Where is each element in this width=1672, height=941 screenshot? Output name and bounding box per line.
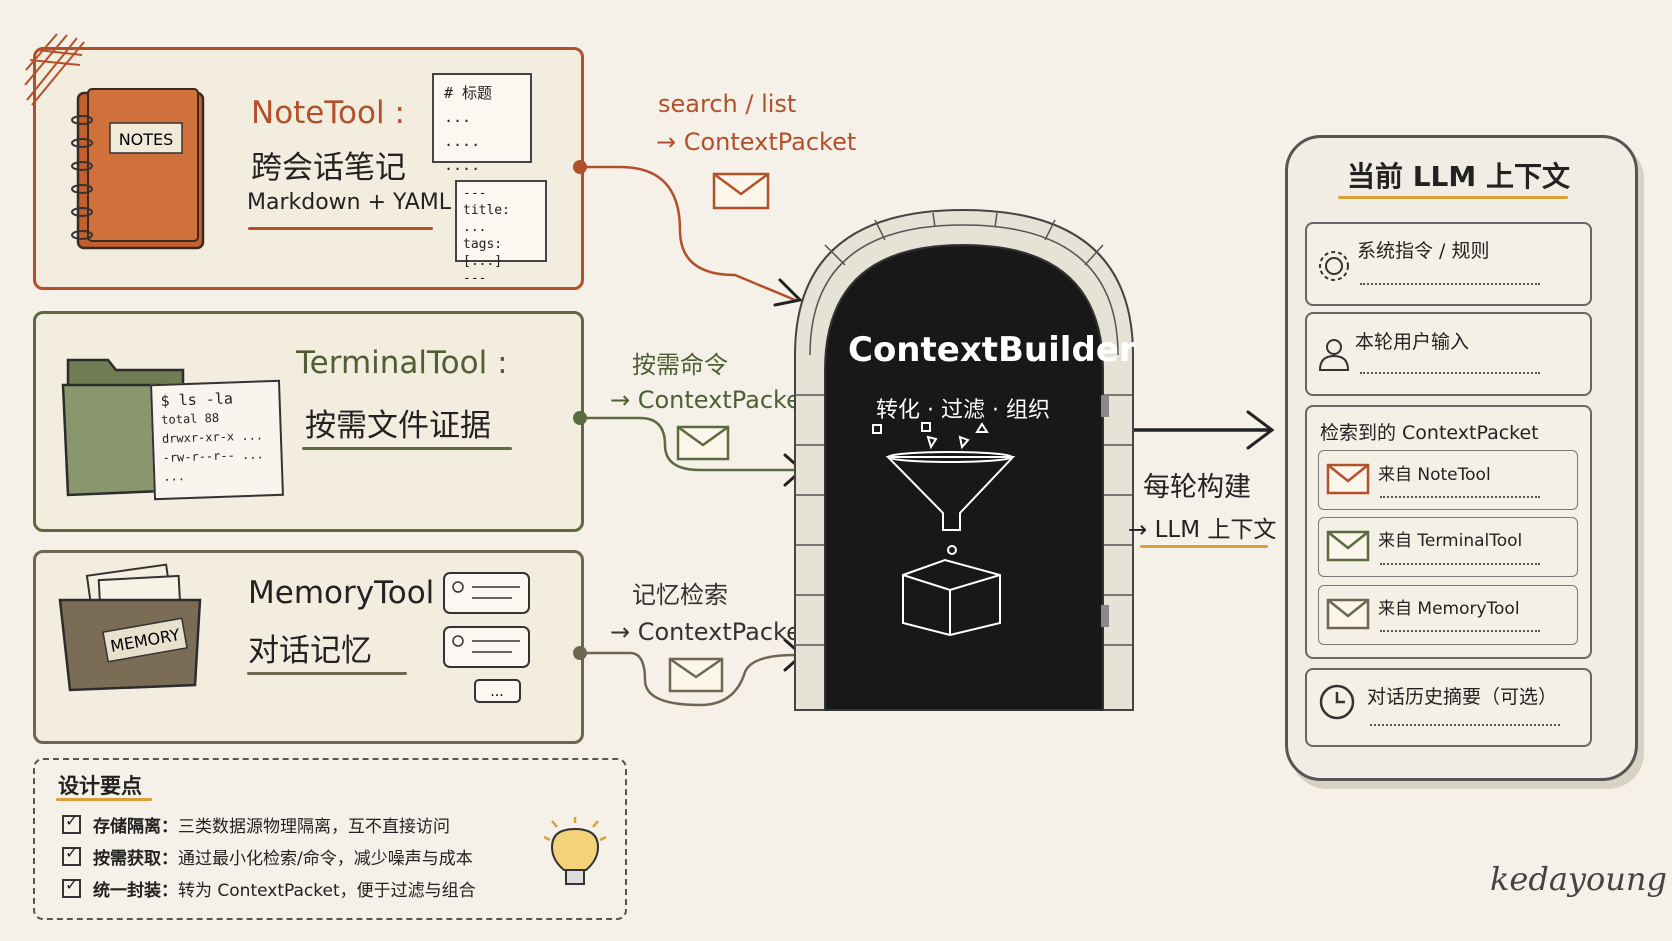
note-tool-subtitle: 跨会话笔记 [251, 150, 406, 186]
envelope-icon [668, 657, 724, 693]
llm-context-title: 当前 LLM 上下文 [1346, 160, 1571, 193]
packet-label-terminal: 来自 TerminalTool [1378, 531, 1523, 551]
design-item: 按需获取：通过最小化检索/命令，减少噪声与成本 [62, 843, 473, 869]
memory-tool-title: MemoryTool : [248, 575, 455, 611]
placeholder-line [1380, 496, 1540, 498]
envelope-icon [1326, 598, 1370, 630]
doc-line: title: ... [463, 203, 510, 235]
note-flow-label1: search / list [658, 90, 797, 118]
design-item: 统一封装：转为 ContextPacket，便于过滤与组合 [62, 875, 476, 901]
envelope-icon [676, 425, 730, 461]
memory-underline [247, 672, 407, 675]
context-builder-subtitle: 转化 · 过滤 · 组织 [876, 398, 1050, 423]
packet-label-note: 来自 NoteTool [1378, 465, 1491, 485]
context-builder-door [794, 208, 1134, 711]
envelope-icon [712, 172, 770, 210]
scribble-decoration [24, 33, 85, 106]
packet-label-memory: 来自 MemoryTool [1378, 599, 1520, 619]
terminal-tool-title: TerminalTool : [296, 345, 508, 381]
lightbulb-icon [543, 817, 607, 885]
design-item-bold: 按需获取： [93, 849, 178, 869]
placeholder-line [1380, 630, 1540, 632]
terminal-tool-subtitle: 按需文件证据 [305, 408, 491, 444]
checkbox-icon [62, 875, 81, 898]
envelope-icon [1326, 530, 1370, 562]
terminal-flow-label2: → ContextPacket [610, 386, 811, 414]
doc-line: .... [444, 156, 481, 174]
design-item-text: 三类数据源物理隔离，互不直接访问 [178, 817, 450, 837]
clock-icon [1319, 684, 1355, 720]
design-title-underline [56, 798, 152, 801]
checkbox-icon [62, 843, 81, 866]
note-tool-detail: Markdown + YAML [247, 190, 452, 215]
memory-flow-label1: 记忆检索 [632, 581, 728, 609]
system-rules-label: 系统指令 / 规则 [1357, 240, 1490, 262]
design-item-text: 转为 ContextPacket，便于过滤与组合 [178, 881, 476, 901]
build-underline [1140, 545, 1268, 548]
yaml-doc: --- title: ... tags: [...] --- [455, 180, 547, 286]
markdown-doc: # 标题 ... .... .... [432, 73, 532, 174]
user-icon [1318, 339, 1350, 371]
doc-line: # 标题 ... [444, 84, 493, 126]
placeholder-line [1360, 283, 1540, 285]
notebook-label: NOTES [119, 130, 174, 149]
context-builder-title: ContextBuilder [848, 330, 1136, 370]
terminal-flow-label1: 按需命令 [632, 351, 728, 379]
placeholder-line [1360, 372, 1540, 374]
system-rules-slot [1305, 222, 1592, 306]
signature: kedayoung [1490, 860, 1667, 898]
placeholder-line [1370, 724, 1560, 726]
design-item-bold: 统一封装： [93, 881, 178, 901]
user-input-slot [1305, 312, 1592, 396]
placeholder-line [1380, 563, 1540, 565]
memory-box-icon: MEMORY [58, 563, 202, 692]
doc-line: .... [444, 132, 481, 150]
packet-slot-terminal [1318, 517, 1578, 577]
terminal-underline [302, 447, 512, 450]
design-notes-box [33, 758, 627, 920]
build-label-line2: → LLM 上下文 [1128, 517, 1277, 543]
doc-line: tags: [...] [463, 237, 503, 269]
packet-slot-note [1318, 450, 1578, 510]
svg-text:...: ... [490, 684, 503, 700]
retrieved-packets-label: 检索到的 ContextPacket [1320, 422, 1539, 444]
build-label-line1: 每轮构建 [1143, 472, 1251, 503]
chat-bubbles-icon: ... [443, 572, 530, 703]
memory-flow-label2: → ContextPacket [610, 618, 811, 646]
history-summary-label: 对话历史摘要（可选） [1367, 686, 1558, 708]
doc-line: --- [463, 186, 487, 201]
note-flow-label2: → ContextPacket [656, 128, 857, 156]
note-underline [248, 227, 433, 230]
user-input-label: 本轮用户输入 [1355, 331, 1470, 353]
notebook-icon: NOTES [71, 88, 205, 250]
checkbox-icon [62, 811, 81, 834]
packet-slot-memory [1318, 585, 1578, 645]
design-item: 存储隔离：三类数据源物理隔离，互不直接访问 [62, 811, 450, 837]
design-item-text: 通过最小化检索/命令，减少噪声与成本 [178, 849, 473, 869]
panel-title-underline [1338, 196, 1568, 199]
memory-tool-subtitle: 对话记忆 [248, 633, 372, 669]
gear-icon [1319, 251, 1349, 281]
envelope-icon [1326, 463, 1370, 495]
design-notes-title: 设计要点 [58, 774, 142, 798]
design-item-bold: 存储隔离： [93, 817, 178, 837]
doc-line: --- [463, 271, 487, 286]
note-tool-title: NoteTool : [251, 95, 405, 131]
